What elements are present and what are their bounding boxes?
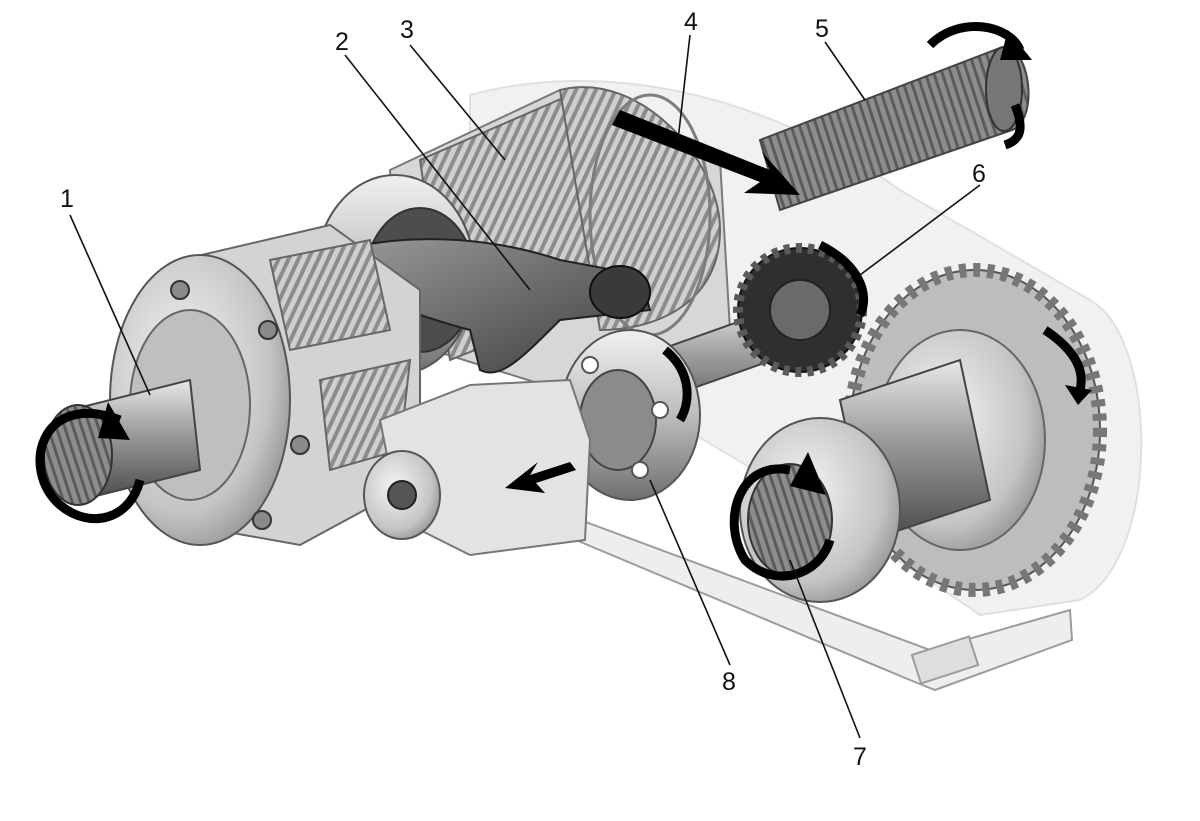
shift-fork-2 xyxy=(339,238,652,374)
leader-line-4 xyxy=(677,34,691,141)
leader-line-2 xyxy=(344,54,531,291)
rear-output-flange-7 xyxy=(739,417,901,603)
rotation-arrow-shaft-lower-icon xyxy=(1003,103,1025,150)
leader-line-7 xyxy=(789,559,861,739)
motion-arrows xyxy=(35,22,1092,581)
rotation-arrow-sprocket-icon xyxy=(817,240,869,318)
leader-lines xyxy=(69,34,981,739)
actuator-housing xyxy=(363,378,592,557)
leader-line-8 xyxy=(649,479,731,666)
input-shaft xyxy=(43,378,202,506)
actuator-direction-arrow-icon xyxy=(505,462,576,493)
rotation-arrowhead-gear-icon xyxy=(1065,385,1092,405)
callout-4: 4 xyxy=(684,8,698,36)
callout-2: 2 xyxy=(335,28,349,56)
callout-8: 8 xyxy=(722,668,736,696)
callout-6: 6 xyxy=(972,160,986,188)
rotation-arrowhead-rear-icon xyxy=(790,452,826,495)
callout-1: 1 xyxy=(60,185,74,213)
callout-3: 3 xyxy=(400,16,414,44)
callout-7: 7 xyxy=(853,743,867,771)
linear-arrows xyxy=(505,110,800,493)
shift-rail xyxy=(539,503,1074,692)
clutch-hub-8 xyxy=(559,329,701,501)
rotation-arrowhead-input-icon xyxy=(98,402,130,440)
callout-5: 5 xyxy=(815,15,829,43)
rotation-arrowhead-shaft-icon xyxy=(1000,30,1032,60)
axial-shift-arrow-icon xyxy=(612,110,800,195)
drive-sprocket-6 xyxy=(733,243,867,377)
leader-line-6 xyxy=(859,184,981,276)
callout-labels: 1 2 3 4 5 6 7 8 xyxy=(60,8,986,771)
rotation-arrow-output-rear-icon xyxy=(729,464,835,581)
rotation-arrow-input-icon xyxy=(35,409,145,524)
rotation-arrow-hub-icon xyxy=(662,346,692,423)
leader-line-5 xyxy=(824,41,866,101)
leader-line-3 xyxy=(409,44,506,161)
leader-line-1 xyxy=(69,214,151,396)
rotation-arrow-gear-icon xyxy=(1042,326,1086,392)
